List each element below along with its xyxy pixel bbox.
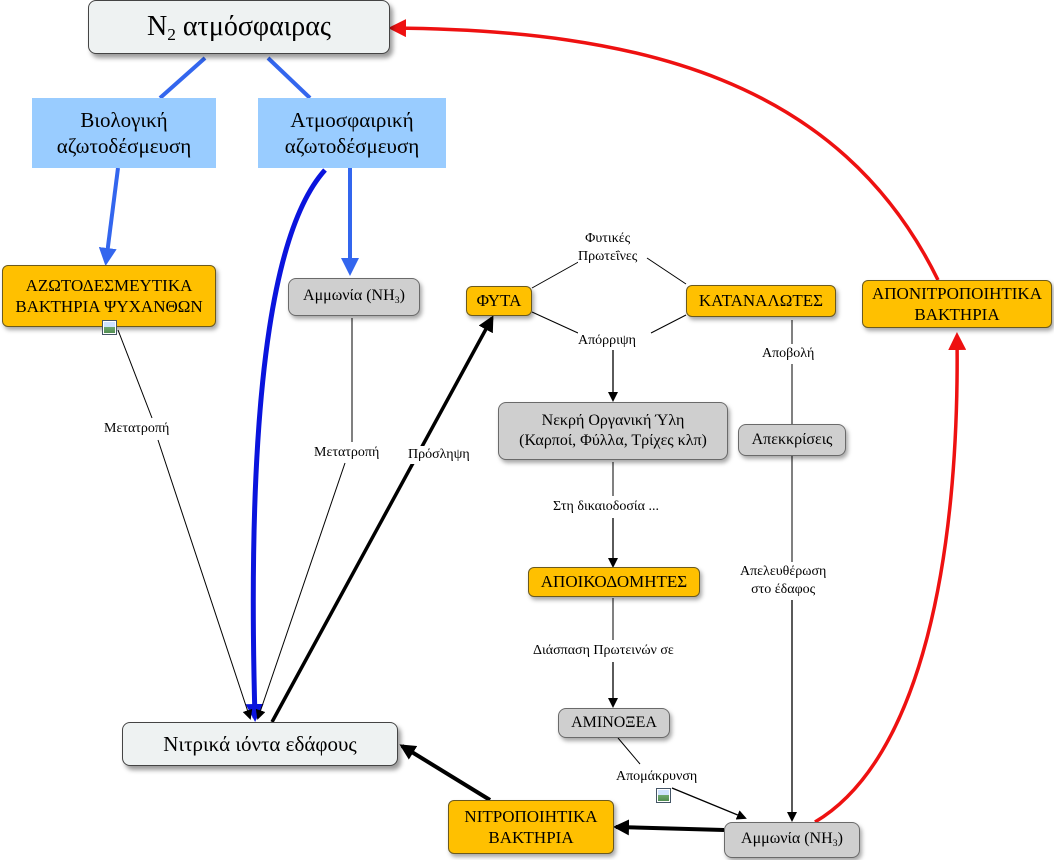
node-ammonia-bottom[interactable]: Αμμωνία (NH3) <box>724 822 860 858</box>
soil-nitrates-label: Νιτρικά ιόντα εδάφους <box>163 731 357 756</box>
label-uptake: Πρόσληψη <box>408 446 470 465</box>
dead-organic-matter-label: Νεκρή Οργανική Ύλη (Καρποί, Φύλλα, Τρίχε… <box>519 412 707 449</box>
link-plants-disposal <box>531 311 579 334</box>
biological-fixation-label: Βιολογική αζωτοδέσμευση <box>56 107 192 158</box>
arrow-bio-to-bacteria <box>98 167 120 266</box>
node-denitrifying-bacteria[interactable]: ΑΠΟΝΙΤΡΟΠΟΙΗΤΙΚΑ ΒΑΚΤΗΡΙΑ <box>862 280 1052 328</box>
arrow-ammonia-to-nitrifying <box>613 819 725 836</box>
nitrifying-bacteria-label: ΝΙΤΡΟΠΟΙΗΤΙΚΑ ΒΑΚΤΗΡΙΑ <box>464 806 598 847</box>
arrow-atm-to-nitrates <box>245 168 327 722</box>
node-atmospheric-fixation[interactable]: Ατμοσφαιρική αζωτοδέσμευση <box>258 98 446 168</box>
n2-formula: N2 ατμόσφαιρας <box>146 10 332 44</box>
ammonia-bottom-label: Αμμωνία (NH3) <box>741 830 843 850</box>
link-plants-proteins <box>531 259 583 289</box>
link-amino-removal <box>617 737 641 765</box>
label-plant-proteins: Φυτικές Πρωτεΐνες <box>578 230 638 267</box>
node-ammonia-top[interactable]: Αμμωνία (NH3) <box>288 278 420 316</box>
link-proteins-consumers <box>646 257 687 285</box>
node-soil-nitrates[interactable]: Νιτρικά ιόντα εδάφους <box>122 722 398 766</box>
label-meanwhile: Στη δικαιοδοσία ... <box>553 498 659 517</box>
ammonia-top-label: Αμμωνία (NH3) <box>303 287 405 307</box>
node-excretions[interactable]: Απεκκρίσεις <box>738 424 846 456</box>
node-biological-fixation[interactable]: Βιολογική αζωτοδέσμευση <box>32 98 216 168</box>
node-plants[interactable]: ΦΥΤΑ <box>466 286 532 316</box>
link-bacteria-conversion <box>117 329 153 419</box>
image-icon[interactable] <box>102 320 117 335</box>
label-excretion: Αποβολή <box>762 345 815 364</box>
arrow-nitrates-to-plants <box>270 315 494 723</box>
link-n2-bio <box>158 56 207 100</box>
arrow-ammonia-to-denitrifying <box>814 332 967 824</box>
arrow-denitrifying-to-n2 <box>388 19 940 281</box>
label-disposal: Απόρριψη <box>578 332 637 351</box>
label-removal: Απομάκρυνση <box>616 768 698 787</box>
consumers-label: ΚΑΤΑΝΑΛΩΤΕΣ <box>698 291 824 311</box>
arrow-nitrifying-to-nitrates <box>399 744 492 802</box>
node-amino-acids[interactable]: ΑΜΙΝΟΞΕΑ <box>558 708 670 738</box>
excretions-label: Απεκκρίσεις <box>751 431 833 448</box>
node-consumers[interactable]: ΚΑΤΑΝΑΛΩΤΕΣ <box>686 285 836 317</box>
link-consumers-disposal <box>650 314 687 334</box>
node-n2-atmosphere[interactable]: N2 ατμόσφαιρας <box>88 0 390 54</box>
link-n2-atm <box>266 56 312 100</box>
amino-acids-label: ΑΜΙΝΟΞΕΑ <box>571 714 657 731</box>
arrow-conversion-to-nitrates <box>157 439 253 720</box>
arrow-conversion2-to-nitrates <box>255 462 346 720</box>
label-protein-breakdown: Διάσπαση Πρωτεινών σε <box>533 642 674 661</box>
arrow-removal-to-ammonia <box>671 787 747 820</box>
node-decomposers[interactable]: ΑΠΟΙΚΟΔΟΜΗΤΕΣ <box>528 567 700 597</box>
image-icon[interactable] <box>656 788 671 803</box>
label-conversion-left: Μετατροπή <box>104 420 170 439</box>
atmospheric-fixation-label: Ατμοσφαιρική αζωτοδέσμευση <box>284 107 420 158</box>
plants-label: ΦΥΤΑ <box>476 291 522 311</box>
node-nitrogen-fixing-bacteria[interactable]: ΑΖΩΤΟΔΕΣΜΕΥΤΙΚΑ ΒΑΚΤΗΡΙΑ ΨΥΧΑΝΘΩΝ <box>2 265 216 327</box>
label-conversion-mid: Μετατροπή <box>314 444 380 463</box>
node-dead-organic-matter[interactable]: Νεκρή Οργανική Ύλη (Καρποί, Φύλλα, Τρίχε… <box>498 402 728 460</box>
node-nitrifying-bacteria[interactable]: ΝΙΤΡΟΠΟΙΗΤΙΚΑ ΒΑΚΤΗΡΙΑ <box>448 800 614 854</box>
nitrogen-fixing-bacteria-label: ΑΖΩΤΟΔΕΣΜΕΥΤΙΚΑ ΒΑΚΤΗΡΙΑ ΨΥΧΑΝΘΩΝ <box>15 275 203 316</box>
denitrifying-bacteria-label: ΑΠΟΝΙΤΡΟΠΟΙΗΤΙΚΑ ΒΑΚΤΗΡΙΑ <box>872 283 1042 324</box>
decomposers-label: ΑΠΟΙΚΟΔΟΜΗΤΕΣ <box>540 572 688 592</box>
label-release: Απελευθέρωση στο έδαφος <box>740 563 827 600</box>
